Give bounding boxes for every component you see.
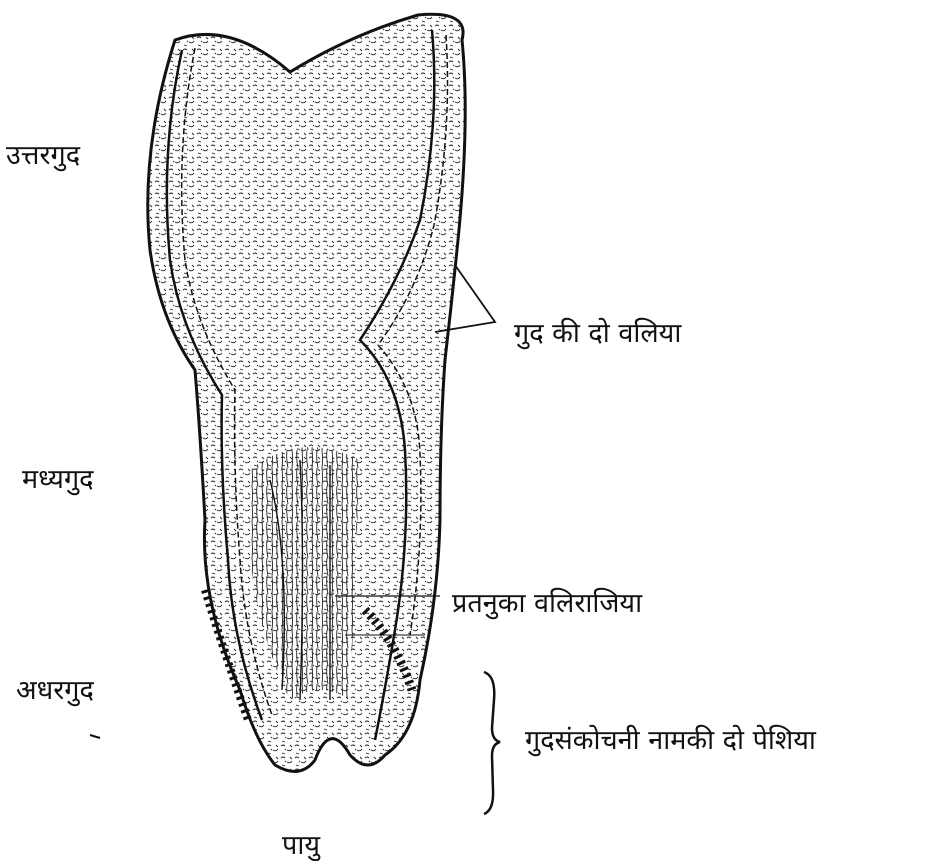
label-transverse-folds: प्रतनुका वलिराजिया bbox=[452, 590, 642, 617]
label-middle-rectum: मध्यगुद bbox=[22, 466, 94, 493]
label-upper-rectum: उत्तरगुद bbox=[6, 142, 80, 169]
label-sphincters: गुदसंकोचनी नामकी दो पेशिया bbox=[525, 727, 816, 754]
label-lower-rectum: अधरगुद bbox=[16, 677, 94, 704]
label-anus: पायु bbox=[282, 832, 320, 859]
label-two-folds: गुद की दो वलिया bbox=[514, 320, 681, 347]
sphincter-brace bbox=[484, 672, 500, 814]
